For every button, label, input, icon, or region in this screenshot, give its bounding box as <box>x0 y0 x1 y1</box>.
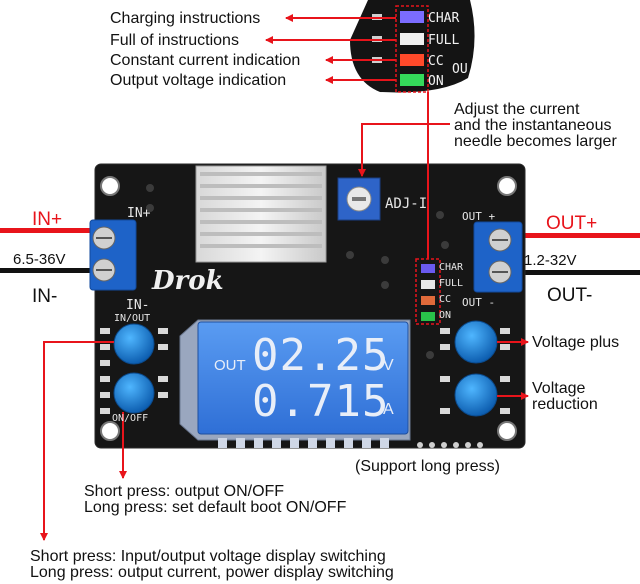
input-terminal <box>89 219 137 291</box>
board-adj-label: ADJ-I <box>385 196 428 212</box>
callout-arrows <box>40 14 529 541</box>
board-on-off-label: ON/OFF <box>112 413 149 424</box>
zoom-label-ou: OU <box>452 62 468 77</box>
adjust-current-line-2: and the instantaneous <box>454 117 612 134</box>
output-terminal <box>473 221 523 293</box>
board-out-minus: OUT - <box>462 296 496 309</box>
in-out-button[interactable] <box>113 323 155 365</box>
display-short-press-note: Short press: Input/output voltage displa… <box>30 548 386 565</box>
adjust-current-line-1: Adjust the current <box>454 101 580 118</box>
zoom-label-cc: CC <box>428 54 444 69</box>
on-off-button[interactable] <box>113 372 155 414</box>
output-voltage-range: 1.2-32V <box>524 252 577 269</box>
zoom-label-char: CHAR <box>428 11 460 26</box>
output-voltage-indication-label: Output voltage indication <box>110 72 287 89</box>
board-led-on: ON <box>439 310 452 321</box>
button-pins <box>100 328 510 414</box>
lcd-voltage-value: 02.25 <box>252 330 390 381</box>
onoff-long-press-note: Long press: set default boot ON/OFF <box>84 499 347 516</box>
brand-logo: Drok <box>152 266 224 296</box>
voltage-reduction-button[interactable] <box>454 373 498 417</box>
pcb-pads <box>146 184 483 448</box>
display-long-press-note: Long press: output current, power displa… <box>30 564 394 581</box>
zoom-label-on: ON <box>428 74 444 89</box>
heatsink <box>195 165 327 263</box>
lcd-display <box>179 319 411 448</box>
board-in-out-label: IN/OUT <box>114 313 151 324</box>
zoom-label-full: FULL <box>428 33 460 48</box>
input-plus-label: IN+ <box>32 209 63 230</box>
adjust-current-line-3: needle becomes larger <box>454 133 617 150</box>
led-zoom-inset <box>350 0 475 93</box>
zoom-highlight-box <box>395 5 429 93</box>
voltage-plus-button[interactable] <box>454 320 498 364</box>
lcd-voltage-unit: V <box>383 357 394 374</box>
constant-current-label: Constant current indication <box>110 52 301 69</box>
output-minus-label: OUT- <box>547 285 593 306</box>
board-in-plus: IN+ <box>127 206 151 221</box>
charging-instructions-label: Charging instructions <box>110 10 261 27</box>
wires <box>0 228 640 275</box>
potentiometer[interactable] <box>337 177 381 221</box>
board-led-full: FULL <box>439 278 464 289</box>
board-leds <box>421 264 435 321</box>
input-voltage-range: 6.5-36V <box>13 251 66 268</box>
board-led-cc: CC <box>439 294 452 305</box>
voltage-reduction-label-1: Voltage <box>532 380 586 397</box>
voltage-reduction-label-2: reduction <box>532 396 598 413</box>
lcd-current-unit: A <box>383 401 394 418</box>
voltage-plus-label: Voltage plus <box>532 334 620 351</box>
mounting-holes <box>100 176 517 441</box>
output-plus-label: OUT+ <box>546 213 598 234</box>
board-in-minus: IN- <box>126 298 150 313</box>
input-minus-label: IN- <box>32 286 58 307</box>
full-instructions-label: Full of instructions <box>110 32 239 49</box>
onoff-short-press-note: Short press: output ON/OFF <box>84 483 285 500</box>
support-long-press-label: (Support long press) <box>355 458 500 475</box>
board-led-char: CHAR <box>439 262 464 273</box>
lcd-current-value: 0.715 <box>252 376 390 427</box>
board-out-plus: OUT + <box>462 210 496 223</box>
lcd-out-label: OUT <box>214 357 246 374</box>
